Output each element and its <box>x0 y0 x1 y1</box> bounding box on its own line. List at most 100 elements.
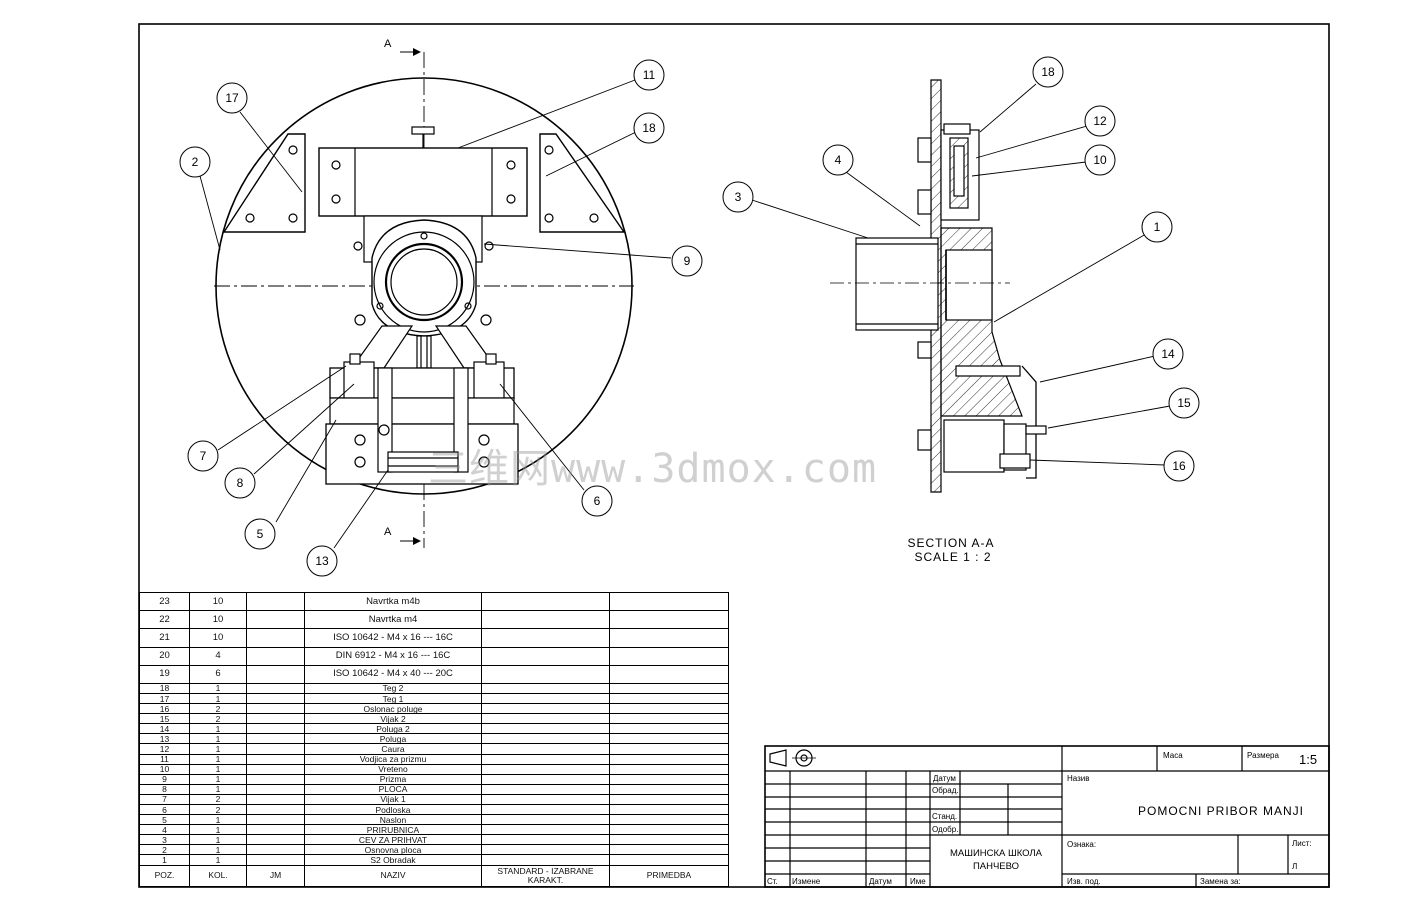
bom-cell-standard <box>481 692 610 705</box>
bom-cell-standard <box>481 783 610 795</box>
bom-cell-standard <box>481 814 610 826</box>
bom-cell-poz: 10 <box>139 763 190 775</box>
bom-cell-poz: 14 <box>139 723 190 735</box>
bom-cell-primedba <box>609 723 729 735</box>
bom-cell-primedba <box>609 628 729 648</box>
bom-cell-jm <box>246 664 305 684</box>
balloon-2: 2 <box>192 155 199 169</box>
bom-cell-primedba <box>609 844 729 856</box>
balloon-17: 17 <box>225 91 239 105</box>
bom-cell-jm <box>246 733 305 745</box>
bom-cell-kol: 2 <box>189 793 247 805</box>
bom-cell-primedba <box>609 703 729 715</box>
bom-cell-primedba <box>609 682 729 694</box>
teg-1 <box>222 133 306 233</box>
balloon-18: 18 <box>642 121 656 135</box>
bom-header-primedba: PRIMEDBA <box>609 864 729 888</box>
tb-razmera-label: Размера <box>1247 751 1279 760</box>
bom-cell-poz: 1 <box>139 854 190 866</box>
tb-list: Лист: <box>1292 839 1312 848</box>
bom-cell-kol: 2 <box>189 803 247 816</box>
bom-cell-kol: 1 <box>189 682 247 694</box>
bom-cell-naziv: Oslonac poluge <box>304 703 482 715</box>
bom-cell-kol: 6 <box>189 664 247 684</box>
bom-cell-naziv: DIN 6912 - M4 x 16 --- 16C <box>304 646 482 666</box>
tb-school-1: МАШИНСКА ШКОЛА <box>950 848 1043 859</box>
bom-cell-jm <box>246 824 305 836</box>
bom-cell-standard <box>481 793 610 805</box>
bom-cell-naziv: Teg 2 <box>304 682 482 694</box>
section-mark-top: A <box>384 38 392 50</box>
bom-cell-jm <box>246 591 305 612</box>
bom-cell-poz: 8 <box>139 783 190 795</box>
bom-cell-poz: 6 <box>139 803 190 816</box>
bom-cell-standard <box>481 844 610 856</box>
bom-cell-jm <box>246 773 305 785</box>
tb-obrad: Обрад. <box>932 786 959 795</box>
bom-cell-naziv: ISO 10642 - M4 x 16 --- 16C <box>304 628 482 648</box>
bom-cell-poz: 13 <box>139 733 190 745</box>
bom-cell-primedba <box>609 793 729 805</box>
bom-cell-naziv: PLOCA <box>304 783 482 795</box>
bom-cell-kol: 1 <box>189 692 247 705</box>
bom-cell-kol: 1 <box>189 743 247 755</box>
bom-cell-jm <box>246 628 305 648</box>
bom-header-kol: KOL. <box>189 864 247 888</box>
watermark: 三维网www.3dmox.com <box>428 446 878 492</box>
tb-odobr: Одобр. <box>932 825 958 834</box>
tb-st: Ст. <box>767 877 778 886</box>
sheet-border <box>138 23 1330 888</box>
bom-cell-primedba <box>609 773 729 785</box>
bom-cell-primedba <box>609 664 729 684</box>
balloon-s14: 14 <box>1161 347 1175 361</box>
bom-cell-primedba <box>609 814 729 826</box>
bom-header-standard: STANDARD - IZABRANE KARAKT. <box>481 864 610 888</box>
balloon-5: 5 <box>257 527 264 541</box>
bom-cell-poz: 22 <box>139 610 190 630</box>
bom-cell-kol: 1 <box>189 824 247 836</box>
bom-cell-poz: 7 <box>139 793 190 805</box>
bom-cell-primedba <box>609 713 729 725</box>
bom-cell-jm <box>246 793 305 805</box>
bom-header-naziv: NAZIV <box>304 864 482 888</box>
balloon-9: 9 <box>684 254 691 268</box>
bom-cell-jm <box>246 713 305 725</box>
bom-cell-kol: 2 <box>189 703 247 715</box>
bom-cell-poz: 23 <box>139 591 190 612</box>
bom-cell-poz: 21 <box>139 628 190 648</box>
bom-cell-naziv: Naslon <box>304 814 482 826</box>
title-block <box>764 745 1330 888</box>
bom-cell-standard <box>481 591 610 612</box>
bom-cell-standard <box>481 834 610 846</box>
bom-cell-poz: 2 <box>139 844 190 856</box>
bom-cell-kol: 10 <box>189 628 247 648</box>
balloon-7: 7 <box>200 449 207 463</box>
bom-cell-standard <box>481 854 610 866</box>
balloon-s12: 12 <box>1093 114 1107 128</box>
bom-cell-naziv: ISO 10642 - M4 x 40 --- 20C <box>304 664 482 684</box>
balloon-s10: 10 <box>1093 153 1107 167</box>
bom-cell-kol: 1 <box>189 844 247 856</box>
bom-cell-kol: 10 <box>189 610 247 630</box>
bom-cell-primedba <box>609 854 729 866</box>
section-scale: SCALE 1 : 2 <box>914 550 991 564</box>
bom-cell-standard <box>481 646 610 666</box>
bom-cell-naziv: Poluga <box>304 733 482 745</box>
bom-cell-primedba <box>609 646 729 666</box>
balloons <box>179 56 1200 577</box>
bom-cell-standard <box>481 682 610 694</box>
bom-cell-kol: 1 <box>189 783 247 795</box>
bom-cell-naziv: S2 Obradak <box>304 854 482 866</box>
bom-cell-kol: 10 <box>189 591 247 612</box>
